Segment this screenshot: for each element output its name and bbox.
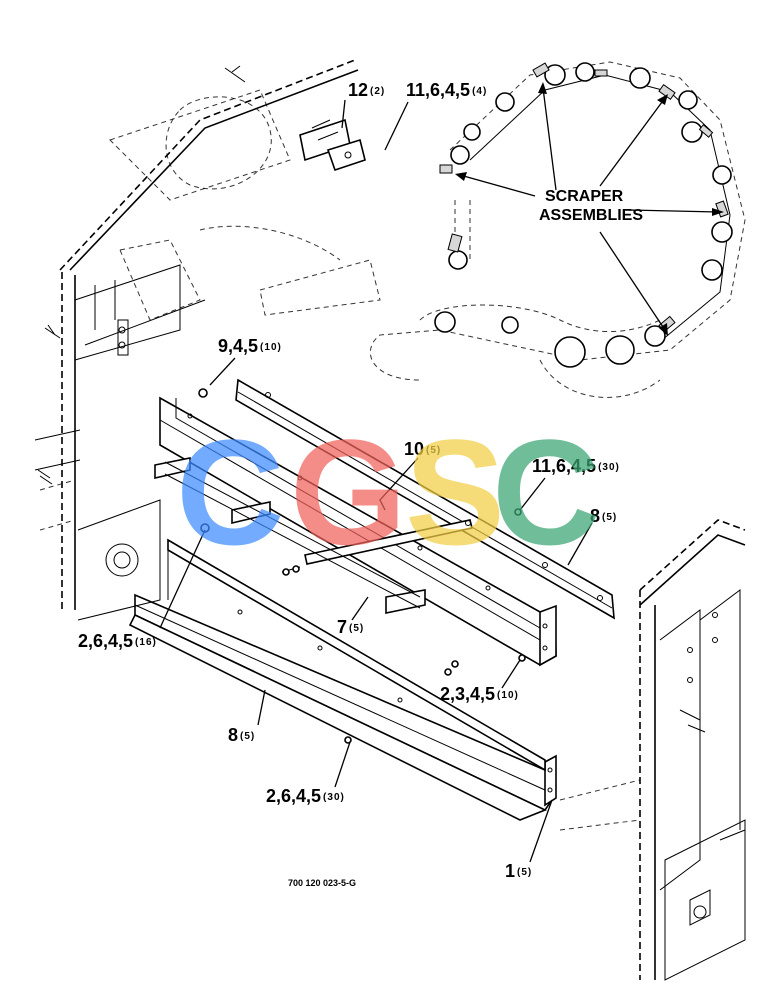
svg-text:2,3,4,5(10): 2,3,4,5(10) xyxy=(440,684,519,704)
svg-text:7(5): 7(5) xyxy=(337,617,364,637)
callout-qty: (5) xyxy=(602,512,617,523)
callout-main: 8 xyxy=(228,725,238,745)
callout-qty: (2) xyxy=(370,86,385,97)
baler-frame-lower-left xyxy=(34,429,161,621)
fasteners xyxy=(198,388,526,744)
scraper-assemblies-label: SCRAPER ASSEMBLIES xyxy=(539,188,643,224)
callout-qty: (5) xyxy=(240,731,255,742)
watermark-letter-c1: C xyxy=(176,408,284,576)
beam-8-upper xyxy=(235,378,615,620)
svg-text:12(2): 12(2) xyxy=(348,80,385,100)
callout-main: 2,6,4,5 xyxy=(78,631,133,651)
scraper-blade-10 xyxy=(304,519,473,565)
callout-qty: (5) xyxy=(426,445,441,456)
callout-qty: (10) xyxy=(260,342,282,353)
callout-qty: (30) xyxy=(323,792,345,803)
watermark: C G S C xyxy=(176,408,600,576)
callout-qty: (30) xyxy=(598,462,620,473)
beam-8-lower xyxy=(128,538,547,821)
callout-main: 11,6,4,5 xyxy=(532,456,596,476)
watermark-letter-c2: C xyxy=(492,408,600,576)
svg-text:1(5): 1(5) xyxy=(505,861,532,881)
svg-text:2,6,4,5(30): 2,6,4,5(30) xyxy=(266,786,345,806)
watermark-letter-s: S xyxy=(405,408,505,576)
scraper-label-line2: ASSEMBLIES xyxy=(539,207,643,224)
scraper-label-line1: SCRAPER xyxy=(545,188,624,205)
svg-text:8(5): 8(5) xyxy=(228,725,255,745)
callout-main: 7 xyxy=(337,617,347,637)
callout-main: 11,6,4,5 xyxy=(406,80,470,100)
svg-text:11,6,4,5(4): 11,6,4,5(4) xyxy=(406,80,487,100)
baler-frame-upper-left xyxy=(44,59,359,610)
callout-qty: (5) xyxy=(517,867,532,878)
svg-text:8(5): 8(5) xyxy=(590,506,617,526)
bar-7 xyxy=(154,457,426,614)
callout-main: 8 xyxy=(590,506,600,526)
callout-main: 2,3,4,5 xyxy=(440,684,495,704)
callouts: 12(2) 11,6,4,5(4) 9,4,5(10) 10(5) 11,6,4… xyxy=(78,80,620,881)
baler-frame-lower-right xyxy=(559,519,746,981)
callout-main: 9,4,5 xyxy=(218,336,258,356)
drawing-number: 700 120 023-5-G xyxy=(288,878,356,888)
watermark-letter-g: G xyxy=(290,408,407,576)
callout-main: 10 xyxy=(404,439,424,459)
callout-qty: (5) xyxy=(349,623,364,634)
callout-main: 12 xyxy=(348,80,368,100)
svg-text:10(5): 10(5) xyxy=(404,439,441,459)
callout-qty: (10) xyxy=(497,690,519,701)
svg-text:9,4,5(10): 9,4,5(10) xyxy=(218,336,282,356)
callout-main: 2,6,4,5 xyxy=(266,786,321,806)
svg-text:2,6,4,5(16): 2,6,4,5(16) xyxy=(78,631,157,651)
beam-channel-main xyxy=(159,396,557,667)
callout-leaders xyxy=(159,82,724,863)
callout-qty: (16) xyxy=(135,637,157,648)
svg-text:11,6,4,5(30): 11,6,4,5(30) xyxy=(532,456,620,476)
callout-main: 1 xyxy=(505,861,515,881)
callout-qty: (4) xyxy=(472,86,487,97)
bracket-12 xyxy=(299,118,366,172)
roller-chain-diagram xyxy=(259,61,746,398)
